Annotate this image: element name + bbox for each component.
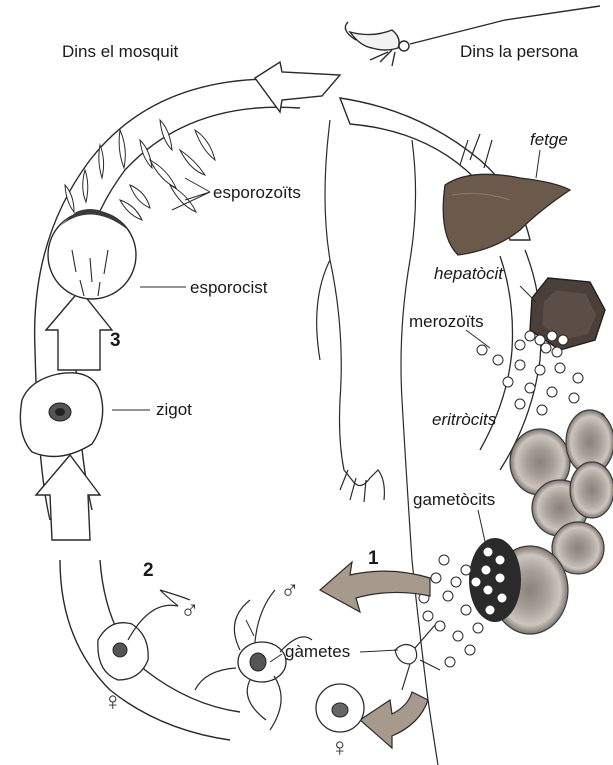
label-esporozoits: esporozoïts (213, 183, 301, 203)
female-gamete-left (98, 590, 190, 680)
label-hepatocit: hepatòcit (434, 264, 503, 284)
human-body-outline (317, 120, 438, 765)
arrow-bottom-return (360, 692, 428, 748)
sporozoite-slivers (65, 120, 215, 220)
mosquito-proboscis (395, 625, 440, 690)
sporocyst-cell (48, 209, 136, 299)
male-symbol-left: ♂ (180, 595, 200, 626)
female-gamete-bottom (316, 684, 364, 732)
label-esporocist: esporocist (190, 278, 267, 298)
label-gametocits: gametòcits (413, 490, 495, 510)
person-side-title: Dins la persona (460, 42, 578, 62)
zygote-cell (20, 373, 102, 457)
step-3-label: 3 (110, 330, 121, 352)
female-symbol-bottom: ♀ (330, 732, 350, 763)
step-1-label: 1 (368, 548, 379, 570)
label-merozoits: merozoïts (409, 312, 484, 332)
label-fetge: fetge (530, 130, 568, 150)
label-zigot: zigot (156, 400, 192, 420)
gametocyte-cluster (419, 538, 521, 667)
mosquito-side-title: Dins el mosquit (62, 42, 178, 62)
label-eritrocits: eritròcits (432, 410, 496, 430)
male-symbol-center: ♂ (280, 575, 300, 606)
female-symbol-left: ♀ (103, 686, 123, 717)
label-gametes: gàmetes (285, 642, 350, 662)
step-2-label: 2 (143, 560, 154, 582)
